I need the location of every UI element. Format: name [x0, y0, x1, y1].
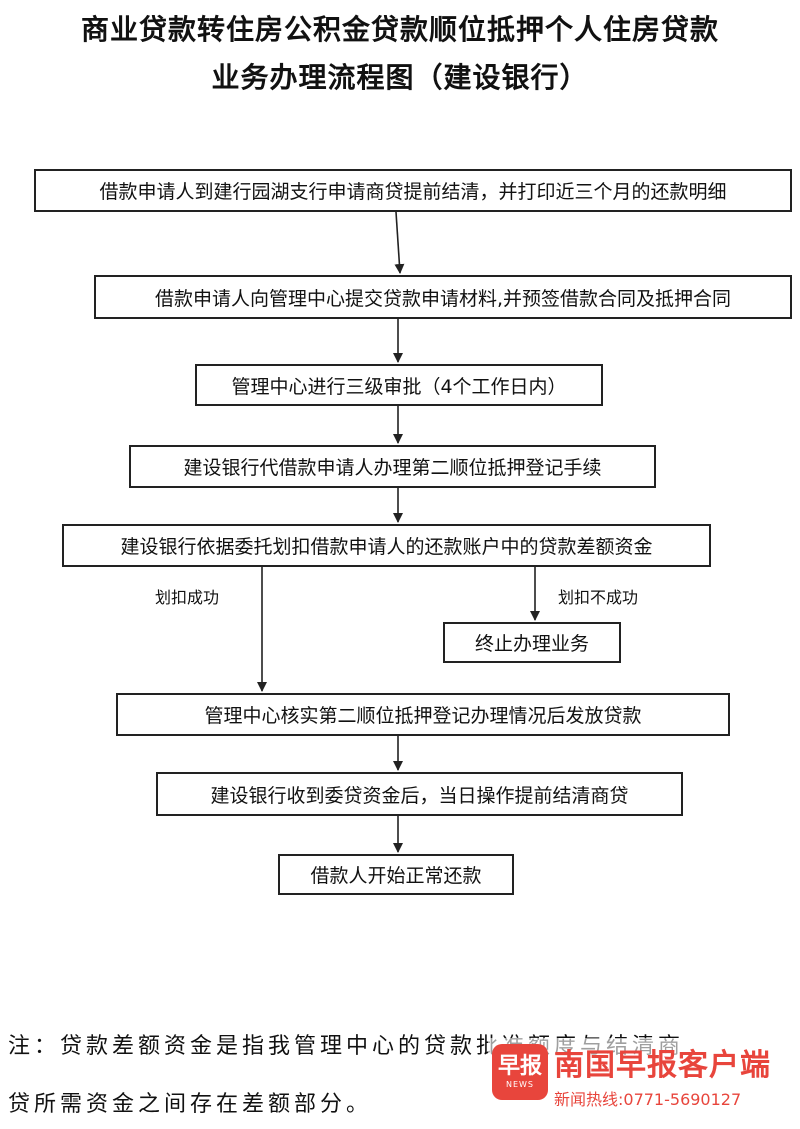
- watermark-name: 南国早报客户端: [554, 1048, 771, 1083]
- diagram-title-line-2: 业务办理流程图（建设银行）: [211, 61, 589, 94]
- flow-step-8: 借款人开始正常还款: [278, 854, 514, 895]
- footnote-line-2: 贷所需资金之间存在差额部分。: [8, 1092, 373, 1117]
- flow-step-1: 借款申请人到建行园湖支行申请商贷提前结清，并打印近三个月的还款明细: [34, 169, 792, 212]
- arrow-1-2: [394, 211, 405, 274]
- logo-subtext: NEWS: [505, 1080, 535, 1089]
- newspaper-logo-icon: 早报 NEWS: [492, 1044, 548, 1100]
- watermark: 早报 NEWS 南国早报客户端 新闻热线:0771-5690127: [488, 1038, 788, 1114]
- flow-step-3: 管理中心进行三级审批（4个工作日内）: [195, 364, 603, 406]
- logo-text: 早报: [497, 1054, 542, 1079]
- flow-step-5: 建设银行依据委托划扣借款申请人的还款账户中的贷款差额资金: [62, 524, 711, 567]
- flow-step-2: 借款申请人向管理中心提交贷款申请材料,并预签借款合同及抵押合同: [94, 275, 792, 319]
- branch-label-success: 划扣成功: [155, 588, 220, 607]
- flow-step-7: 建设银行收到委贷资金后，当日操作提前结清商贷: [156, 772, 683, 816]
- flow-step-terminate: 终止办理业务: [443, 622, 621, 663]
- watermark-hotline: 新闻热线:0771-5690127: [554, 1090, 742, 1109]
- branch-label-failure: 划扣不成功: [558, 588, 639, 607]
- flow-step-6: 管理中心核实第二顺位抵押登记办理情况后发放贷款: [116, 693, 730, 736]
- flow-step-4: 建设银行代借款申请人办理第二顺位抵押登记手续: [129, 445, 656, 488]
- diagram-title-line-1: 商业贷款转住房公积金贷款顺位抵押个人住房贷款: [80, 13, 719, 46]
